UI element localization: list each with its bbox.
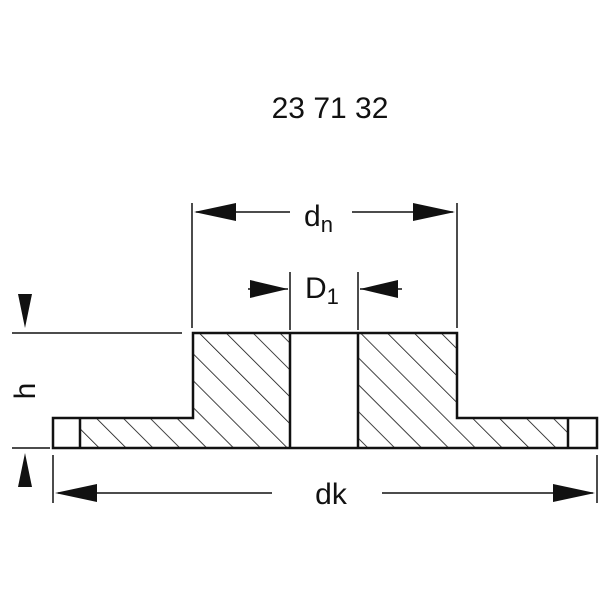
label-flange-diameter: dk <box>315 478 348 511</box>
label-hub-diameter-symbol: d <box>304 200 321 233</box>
arrowhead-h-top <box>18 294 32 328</box>
arrowhead-dk-right <box>553 484 595 502</box>
arrowhead-h-bottom <box>18 453 32 487</box>
arrowhead-dn-left <box>194 203 236 221</box>
arrowhead-dk-left <box>55 484 97 502</box>
label-hub-diameter-subscript: n <box>321 212 333 237</box>
arrowhead-d1-left <box>250 280 288 298</box>
arrowhead-dn-right <box>413 203 455 221</box>
label-height: h <box>9 383 42 400</box>
label-bore-diameter-symbol: D <box>305 272 327 305</box>
part-number: 23 71 32 <box>272 92 389 125</box>
label-hub-diameter: dn <box>304 200 333 237</box>
part-outline <box>51 331 599 450</box>
section-hatching <box>80 333 568 448</box>
label-bore-diameter: D1 <box>305 272 339 309</box>
arrowhead-d1-right <box>360 280 398 298</box>
label-bore-diameter-subscript: 1 <box>327 284 339 309</box>
